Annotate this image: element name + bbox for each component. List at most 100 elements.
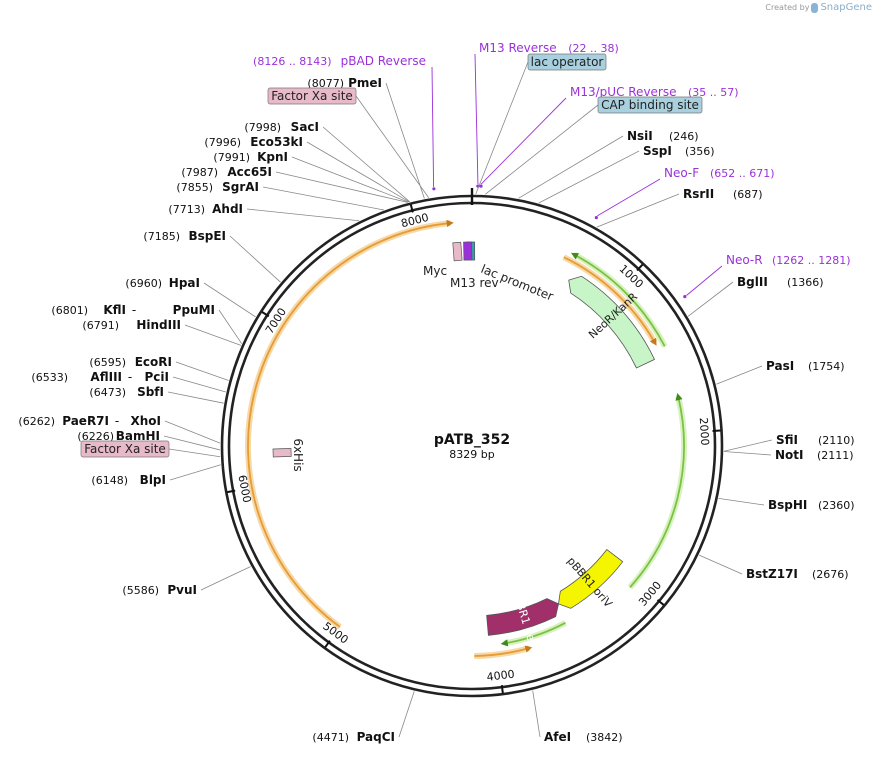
leader-line — [184, 324, 242, 346]
enzyme-site-eco53ki[interactable]: Eco53kI(7996) — [204, 135, 303, 149]
enzyme-site-nsii[interactable]: NsiI(246) — [627, 129, 699, 143]
enzyme-site-bglii[interactable]: BglII(1366) — [737, 275, 824, 289]
leader-line — [718, 498, 765, 506]
primer-leader — [597, 178, 661, 217]
enzyme-name: PasI — [766, 359, 794, 373]
enzyme-name: RsrII — [683, 187, 714, 201]
scale-tick-label: 4000 — [486, 668, 515, 684]
enzyme-name: BspHI — [768, 498, 807, 512]
small-feature[interactable] — [452, 241, 463, 262]
site-box-label: Factor Xa site — [271, 89, 353, 103]
enzyme-name: PaqCI — [357, 730, 395, 744]
leader-line — [538, 150, 640, 204]
enzyme-site-blpi[interactable]: BlpI(6148) — [91, 473, 166, 487]
leader-line — [723, 439, 773, 452]
enzyme-site-sspi[interactable]: SspI(356) — [643, 144, 715, 158]
enzyme-separator: - — [115, 414, 119, 428]
enzyme-site-pmei[interactable]: PmeI(8077) — [307, 76, 382, 90]
enzyme-position: (3842) — [586, 731, 623, 744]
enzyme-site-pasi[interactable]: PasI(1754) — [766, 359, 845, 373]
enzyme-site-bspei[interactable]: BspEI(7185) — [143, 229, 226, 243]
small-feature[interactable] — [463, 241, 473, 261]
scale-tick — [324, 640, 331, 648]
green-feature-arc — [571, 252, 666, 347]
site-box-cap-binding-site[interactable]: CAP binding site — [597, 96, 703, 114]
enzyme-site-pcii[interactable]: PciI — [145, 370, 170, 384]
enzyme-position: (6791) — [82, 319, 119, 332]
enzyme-site-kpni[interactable]: KpnI(7991) — [213, 150, 288, 164]
enzyme-position: (4471) — [312, 731, 349, 744]
small-feature[interactable] — [272, 448, 292, 458]
enzyme-site-afei[interactable]: AfeI(3842) — [544, 730, 623, 744]
enzyme-site-sfii[interactable]: SfiI(2110) — [776, 433, 855, 447]
enzyme-site-noti[interactable]: NotI(2111) — [775, 448, 854, 462]
primer-mark — [683, 295, 687, 299]
feature-pbbr1-rep[interactable] — [486, 598, 559, 636]
enzyme-site-paqci[interactable]: PaqCI (4471) — [312, 730, 395, 744]
enzyme-site-pvui[interactable]: PvuI(5586) — [122, 583, 197, 597]
snapgene-name: SnapGene — [820, 2, 872, 13]
plasmid-name: pATB_352 — [434, 432, 510, 448]
enzyme-site-hindiii[interactable]: HindIII(6791) — [82, 318, 181, 332]
enzyme-site-ecori[interactable]: EcoRI(6595) — [89, 355, 172, 369]
enzyme-name: SgrAI — [222, 180, 259, 194]
enzyme-site-rsrii[interactable]: RsrII (687) — [683, 187, 763, 201]
enzyme-name: BamHI — [116, 429, 160, 443]
enzyme-site-hpai[interactable]: HpaI(6960) — [125, 276, 200, 290]
primer-m13-reverse[interactable]: M13 Reverse(22 .. 38) — [479, 41, 619, 55]
enzyme-site-bsphi[interactable]: BspHI(2360) — [768, 498, 855, 512]
site-box-lac-operator[interactable]: lac operator — [527, 53, 607, 71]
enzyme-site-sbfi[interactable]: SbfI(6473) — [89, 385, 164, 399]
snapgene-logo-icon — [811, 2, 819, 13]
enzyme-name: PaeR7I — [62, 414, 109, 428]
site-box-factor-xa-site[interactable]: Factor Xa site — [80, 440, 170, 458]
leader-line — [229, 235, 281, 283]
leader-line — [200, 566, 251, 591]
enzyme-site-xhoi[interactable]: XhoI — [130, 414, 161, 428]
leader-line — [385, 82, 425, 199]
feature-neor-kanr[interactable] — [568, 275, 656, 369]
enzyme-site-bstz17i[interactable]: BstZ17I(2676) — [746, 567, 849, 581]
primer-leader — [431, 66, 435, 187]
enzyme-site-sgrai[interactable]: SgrAI(7855) — [176, 180, 259, 194]
site-box-bg — [527, 53, 607, 71]
primer-m13-puc-reverse[interactable]: M13/pUC Reverse(35 .. 57) — [570, 85, 739, 99]
scale-tick-label: 3000 — [636, 579, 664, 609]
primer-neo-r[interactable]: Neo-R(1262 .. 1281) — [726, 253, 851, 267]
enzyme-site-bamhi[interactable]: BamHI(6226) — [77, 429, 160, 443]
enzyme-site-ahdi[interactable]: AhdI(7713) — [168, 202, 243, 216]
primer-name: pBAD Reverse — [341, 54, 426, 68]
green-feature-arc — [500, 622, 566, 647]
site-box-factor-xa-site[interactable]: Factor Xa site — [267, 87, 357, 105]
enzyme-site-afliii[interactable]: AflIII-(6533) — [31, 370, 132, 384]
primer-name: Neo-R — [726, 253, 763, 267]
enzyme-site-saci[interactable]: SacI(7998) — [244, 120, 319, 134]
enzyme-site-ppumi[interactable]: PpuMI — [173, 303, 215, 317]
enzyme-site-kfli[interactable]: KflI-(6801) — [51, 303, 136, 317]
leader-line — [172, 376, 226, 393]
enzyme-position: (7991) — [213, 151, 250, 164]
enzyme-site-paer7i[interactable]: PaeR7I- (6262) — [18, 414, 119, 428]
green-feature-arc — [629, 393, 685, 588]
primer-mark — [594, 216, 598, 220]
enzyme-name: AhdI — [212, 202, 243, 216]
leader-line — [723, 451, 772, 456]
orange-feature-arc — [474, 645, 533, 657]
enzyme-position: (687) — [733, 188, 763, 201]
enzyme-position: (6262) — [18, 415, 55, 428]
primer-neo-f[interactable]: Neo-F(652 .. 671) — [664, 166, 775, 180]
enzyme-site-acc65i[interactable]: Acc65I(7987) — [181, 165, 272, 179]
leader-line — [262, 186, 384, 211]
enzyme-name: SspI — [643, 144, 672, 158]
site-box-bg — [597, 96, 703, 114]
enzyme-name: Eco53kI — [250, 135, 303, 149]
enzyme-position: (7987) — [181, 166, 218, 179]
site-box-bg — [80, 440, 170, 458]
primer-pbad-reverse[interactable]: pBAD Reverse (8126 .. 8143) — [253, 54, 426, 68]
enzyme-name: SacI — [291, 120, 319, 134]
primer-range: (652 .. 671) — [710, 167, 775, 180]
enzyme-name: PvuI — [167, 583, 197, 597]
scale-tick — [227, 489, 236, 494]
leader-line — [291, 156, 409, 203]
primer-range: (8126 .. 8143) — [253, 55, 332, 68]
